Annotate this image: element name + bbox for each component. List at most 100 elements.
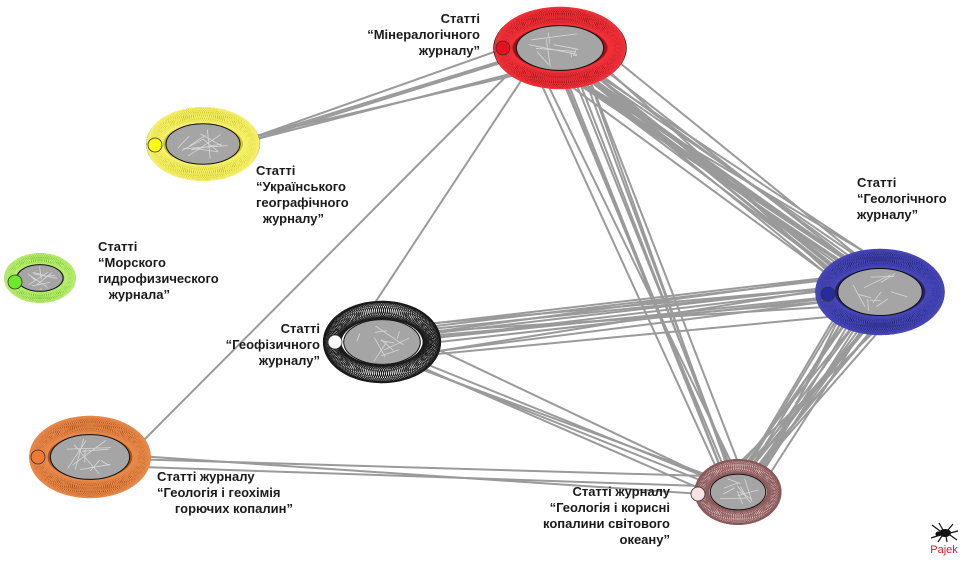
internal-edge [374,330,387,333]
edge-min-gkk [562,39,740,493]
internal-edge [79,463,111,470]
label-line: журналу” [857,207,919,222]
internal-edge [31,276,37,281]
cluster-node [132,446,151,465]
edge-ggk-gkk [65,463,759,489]
internal-edge [189,134,207,147]
cluster-node [925,281,945,301]
edge-geo-gkk [727,308,882,490]
edge-min-geo [555,68,902,294]
label-geological-journal: Статті “Геологічного журналу” [857,175,965,223]
internal-edge [373,337,386,358]
internal-edge [870,276,895,278]
internal-edge [722,487,736,495]
edge-ggk-gkk [82,451,749,499]
cluster-node [57,284,70,296]
internal-edge [737,489,759,497]
label-geology-geochemistry-journal: Статті журналу “Геологія і геохімія горю… [157,469,317,517]
internal-edge [536,51,549,65]
label-line: Статті [256,163,296,178]
node-layer [4,6,945,525]
cluster-node [607,37,626,57]
cluster-node [828,260,848,280]
edge-gfz-geo [392,310,884,360]
internal-edge [573,48,577,57]
internal-edge [548,32,551,44]
internal-edge [375,325,404,346]
internal-edge [74,438,84,470]
internal-edge [553,44,579,50]
cluster-node [422,331,442,350]
edge-geo-gkk [718,305,901,484]
internal-edge [890,291,908,298]
internal-edge [200,133,223,147]
ukr-geographic-journal-cluster [146,106,260,182]
label-line: океану” [619,532,671,547]
label-line: журналу” [262,211,324,226]
cluster-marker [820,286,836,302]
internal-edge [867,298,869,311]
internal-edge [82,448,109,452]
label-line: географічного [256,195,349,210]
label-line: копалини світового [543,516,670,531]
internal-edge [863,274,891,289]
cluster-node [754,503,770,519]
edge-min-geo [555,66,903,276]
label-line: Статті журналу [572,484,670,499]
cluster-node [766,483,782,499]
cluster-node [417,347,436,367]
mineral-journal-cluster [493,6,627,90]
internal-edge [33,273,58,279]
edge-geo-gkk [750,308,877,504]
internal-edge [373,342,387,362]
label-line: Статті [440,11,480,26]
internal-edge [66,447,112,450]
cluster-node [916,301,936,321]
internal-edge [183,145,228,150]
label-line: горючих копалин” [174,501,293,516]
label-geophysical-journal: Статті “Геофізичного журналу” [180,321,320,369]
geophysical-journal-cluster [322,300,442,384]
internal-edge [876,298,889,307]
internal-edge [736,485,752,504]
label-line: гидрофизического [98,271,219,286]
edge-min-gfz [351,52,541,338]
label-ukr-geographic-journal: Статті “Українського географічного журна… [256,163,406,227]
pajek-spider-icon [930,522,959,543]
geology-minerals-ocean-journal-cluster [690,458,782,525]
cluster-node [824,263,844,283]
internal-edge [869,299,881,301]
marine-geophysical-journal-cluster [4,253,76,303]
edge-layer [65,29,913,509]
internal-edge [531,33,577,41]
internal-edge [545,39,551,67]
cluster-node [242,134,260,152]
internal-edge [203,139,219,152]
edge-min-geo [557,57,880,285]
internal-edge [570,51,572,58]
edge-min-gkk [581,61,749,487]
label-line: Статті [857,175,897,190]
label-line: “Геологічного [857,191,947,206]
cluster-marker [7,274,23,290]
cluster-core [515,25,605,71]
internal-edge [737,491,744,505]
internal-edge [32,272,43,276]
internal-edge [872,291,882,304]
internal-edge [73,444,100,474]
cluster-core [343,319,421,365]
internal-edge [383,337,410,351]
internal-edge [36,272,53,286]
cluster-marker [30,449,46,465]
label-line: “Геологія і геохімія [157,485,281,500]
label-line: Статті журналу [157,469,255,484]
cluster-core [49,434,131,480]
edge-gfz-gkk [379,344,757,499]
edge-gfz-gkk [369,346,736,495]
internal-edge [177,135,190,149]
internal-edge [859,294,872,298]
cluster-node [912,304,932,324]
label-line: Статті [280,321,320,336]
edge-gfz-geo [370,270,881,332]
internal-edge [39,266,42,280]
